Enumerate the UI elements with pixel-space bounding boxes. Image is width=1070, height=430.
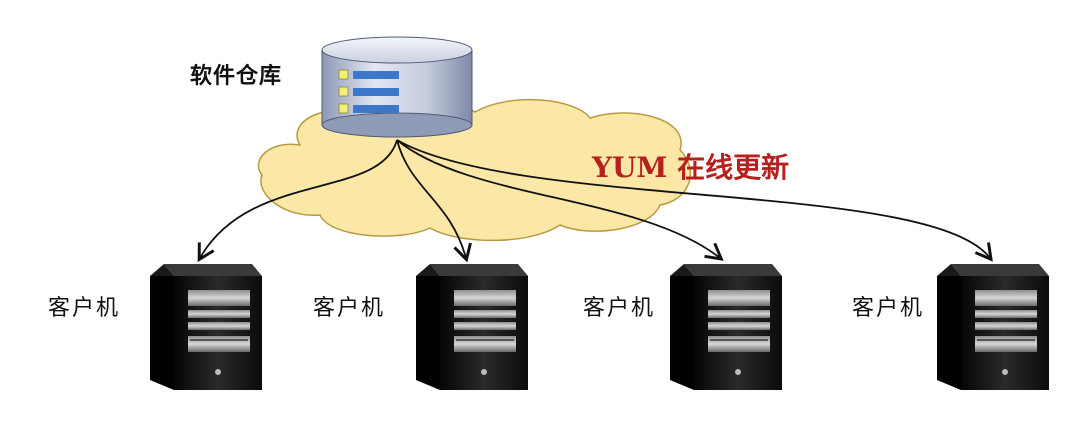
arrow-to-client-3 (396, 139, 724, 261)
repository-label: 软件仓库 (190, 64, 283, 89)
arrow-to-client-1 (197, 139, 398, 263)
arrow-to-client-4 (396, 139, 993, 262)
server-tower-icon (416, 264, 528, 390)
client-label-4: 客户机 (852, 296, 925, 321)
connection-arrows (197, 139, 993, 263)
server-tower-icon (937, 264, 1049, 390)
client-label-2: 客户机 (313, 296, 386, 321)
client-label-1: 客户机 (48, 296, 121, 321)
client-label-3: 客户机 (583, 296, 656, 321)
yum-update-label: YUM 在线更新 (592, 151, 790, 184)
server-tower-icon (150, 264, 262, 390)
arrow-to-client-2 (396, 139, 472, 263)
database-icon (321, 36, 473, 138)
server-tower-icon (670, 264, 782, 390)
